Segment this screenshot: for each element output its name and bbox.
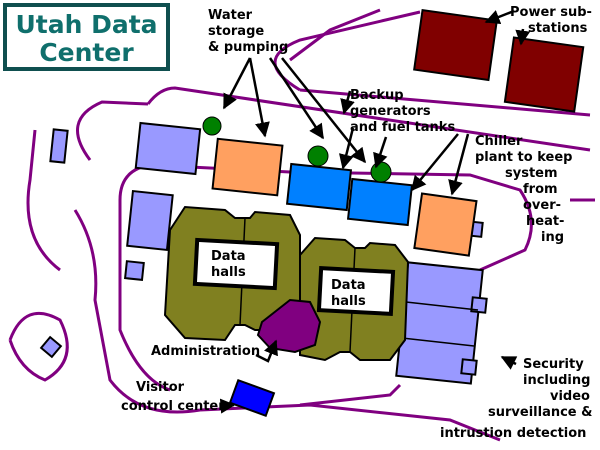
power-label-line-1: Power sub- — [510, 5, 592, 20]
water-storage-units — [211, 137, 478, 257]
backup-label-line-2: generators — [350, 104, 431, 119]
building-west-small — [124, 260, 145, 281]
data-hall-2-label-line-1: Data — [331, 278, 366, 293]
arrow-water-1 — [222, 57, 252, 110]
arrow-visitor — [219, 398, 236, 414]
arrow-chiller-2 — [448, 133, 470, 196]
support-buildings — [39, 121, 488, 385]
building-north-west — [134, 121, 202, 176]
building-gate-west — [49, 128, 69, 164]
east-block-dividers — [401, 301, 479, 347]
data-hall-1-label-line-2: halls — [211, 265, 246, 280]
road-southwest-loop — [8, 311, 69, 382]
power-label-line-2: stations — [528, 21, 588, 36]
map-labels: Water storage & pumping Power sub- stati… — [121, 5, 592, 441]
road-northeast-curve — [273, 10, 421, 92]
building-west — [126, 189, 174, 252]
administration-building — [256, 298, 322, 354]
chiller-label-line-2: plant to keep — [475, 150, 572, 165]
data-hall-2-label-line-2: halls — [331, 294, 366, 309]
chiller-label-line-6: heat- — [526, 214, 564, 229]
chiller-label-line-5: over- — [523, 198, 561, 213]
east-block-divider-2 — [401, 337, 475, 347]
water-label-line-3: & pumping — [208, 40, 288, 55]
arrow-security — [500, 355, 518, 370]
chiller-label-line-1: Chiller — [475, 134, 523, 149]
water-label-line-2: storage — [208, 24, 264, 39]
road-south — [73, 209, 201, 414]
administration-label: Administration — [151, 344, 260, 359]
data-hall-1-label-line-1: Data — [211, 249, 246, 264]
visitor-label-line-2: control center — [121, 399, 225, 414]
arrow-water-3 — [268, 57, 325, 140]
building-east-small-2 — [470, 296, 488, 314]
security-label-line-5: intrustion detection — [440, 426, 586, 441]
chiller-plant-1 — [285, 162, 353, 212]
power-substation-2 — [503, 36, 585, 113]
water-label-line-1: Water — [208, 8, 253, 23]
arrow-water-4 — [281, 57, 366, 164]
chiller-label-line-7: ing — [541, 230, 564, 245]
security-label-line-1: Security — [523, 357, 584, 372]
visitor-control-building — [228, 378, 276, 418]
security-label-line-2: including — [523, 373, 590, 388]
security-label-line-3: video — [550, 389, 590, 404]
arrow-backup-2 — [373, 136, 388, 169]
arrow-power-2 — [515, 28, 531, 46]
title-box: Utah Data Center — [3, 3, 170, 71]
chiller-plant-2 — [346, 177, 414, 227]
security-label-line-4: surveillance & — [488, 405, 592, 420]
building-southwest-small — [39, 335, 63, 359]
generator-2 — [307, 145, 329, 167]
backup-label-line-1: Backup — [350, 88, 404, 103]
data-hall-2-label-box — [316, 266, 396, 316]
arrow-backup-extra — [340, 90, 355, 115]
chiller-label-line-4: from — [523, 182, 558, 197]
east-block-divider-1 — [405, 301, 479, 311]
arrow-chiller-1 — [411, 133, 459, 192]
generator-3 — [370, 161, 392, 183]
road-visitor — [299, 383, 402, 407]
arrow-backup-1 — [338, 127, 355, 170]
road-inner-loop — [118, 163, 533, 272]
callout-arrows — [219, 9, 531, 414]
arrow-power-1 — [484, 9, 515, 25]
power-substation-1 — [413, 9, 498, 82]
visitor-label-line-1: Visitor — [136, 380, 185, 395]
road-north — [146, 86, 591, 152]
backup-label-line-3: and fuel tanks — [350, 120, 455, 135]
road-network — [8, 8, 595, 442]
arrow-administration — [255, 339, 278, 363]
chiller-label-line-3: system — [505, 166, 558, 181]
road-inner-west — [118, 200, 171, 392]
water-tank-1 — [211, 137, 284, 197]
generator-1 — [202, 116, 222, 136]
building-east-small-3 — [460, 358, 478, 376]
power-substations — [413, 9, 585, 113]
arrow-water-2 — [248, 57, 270, 138]
road-west-loop — [76, 100, 149, 161]
road-top-loop — [289, 8, 381, 62]
road-west-outer — [26, 129, 61, 272]
water-tank-2 — [413, 192, 478, 257]
title-line-2: Center — [39, 38, 134, 67]
title-line-1: Utah Data — [15, 10, 158, 39]
chiller-plants — [285, 162, 414, 227]
data-hall-1-label-box — [192, 237, 280, 291]
